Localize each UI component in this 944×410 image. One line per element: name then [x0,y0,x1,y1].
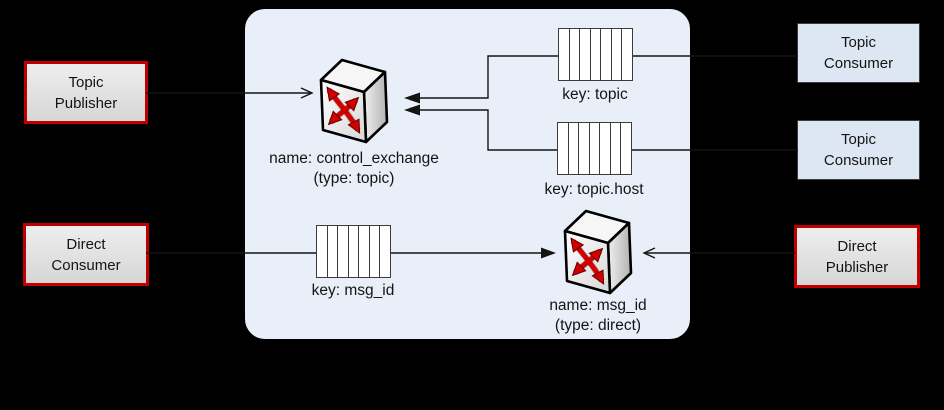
topic-consumer-1-node: Topic Consumer [797,23,920,83]
queue-cell [359,226,370,277]
topic-publisher-label-line1: Topic [68,73,104,91]
msg-id-exchange-name: name: msg_id [549,297,647,314]
queue-cell [612,29,623,80]
queue-cell [622,29,632,80]
queue-cell [569,123,580,174]
queue-cell [600,123,611,174]
queue-cell [580,29,591,80]
queue-cell [559,29,570,80]
queue-topic-label: key: topic [562,86,628,103]
msg-id-exchange-icon [562,209,634,297]
queue-cell [370,226,381,277]
queue-cell [349,226,360,277]
queue-cell [570,29,581,80]
topic-consumer-2-label-line2: Consumer [823,152,894,169]
topic-publisher-node: Topic Publisher [24,61,148,124]
direct-publisher-node: Direct Publisher [794,225,920,288]
topic-consumer-2-label-line1: Topic [840,131,877,148]
direct-publisher-label-line1: Direct [837,237,877,255]
queue-cell [601,29,612,80]
queue-topic-host-label: key: topic.host [544,181,644,198]
msg-id-exchange-label: name: msg_id (type: direct) [488,296,708,336]
queue-cell [380,226,390,277]
topic-consumer-1-label-line1: Topic [840,34,877,51]
queue-cell [317,226,328,277]
queue-cell [621,123,631,174]
queue-cell [611,123,622,174]
queue-msg-id-label: key: msg_id [311,282,395,299]
control-exchange-type: (type: topic) [313,170,395,187]
topic-publisher-label-line2: Publisher [54,94,118,112]
queue-cell [591,29,602,80]
topic-consumer-2-node: Topic Consumer [797,120,920,180]
queue-cell [579,123,590,174]
direct-consumer-label-line2: Consumer [51,256,121,274]
control-exchange-icon [318,58,390,146]
direct-consumer-label-line1: Direct [66,235,106,253]
queue-cell [558,123,569,174]
queue-cell [328,226,339,277]
control-exchange-label: name: control_exchange (type: topic) [244,149,464,189]
queue-icon-topic [558,28,633,81]
queue-cell [338,226,349,277]
control-exchange-name: name: control_exchange [269,150,439,167]
msg-id-exchange-type: (type: direct) [554,317,642,334]
queue-cell [590,123,601,174]
queue-icon-msg-id [316,225,391,278]
queue-icon-topic-host [557,122,632,175]
direct-consumer-node: Direct Consumer [23,223,149,286]
topic-consumer-1-label-line2: Consumer [823,55,894,72]
direct-publisher-label-line2: Publisher [825,258,889,276]
